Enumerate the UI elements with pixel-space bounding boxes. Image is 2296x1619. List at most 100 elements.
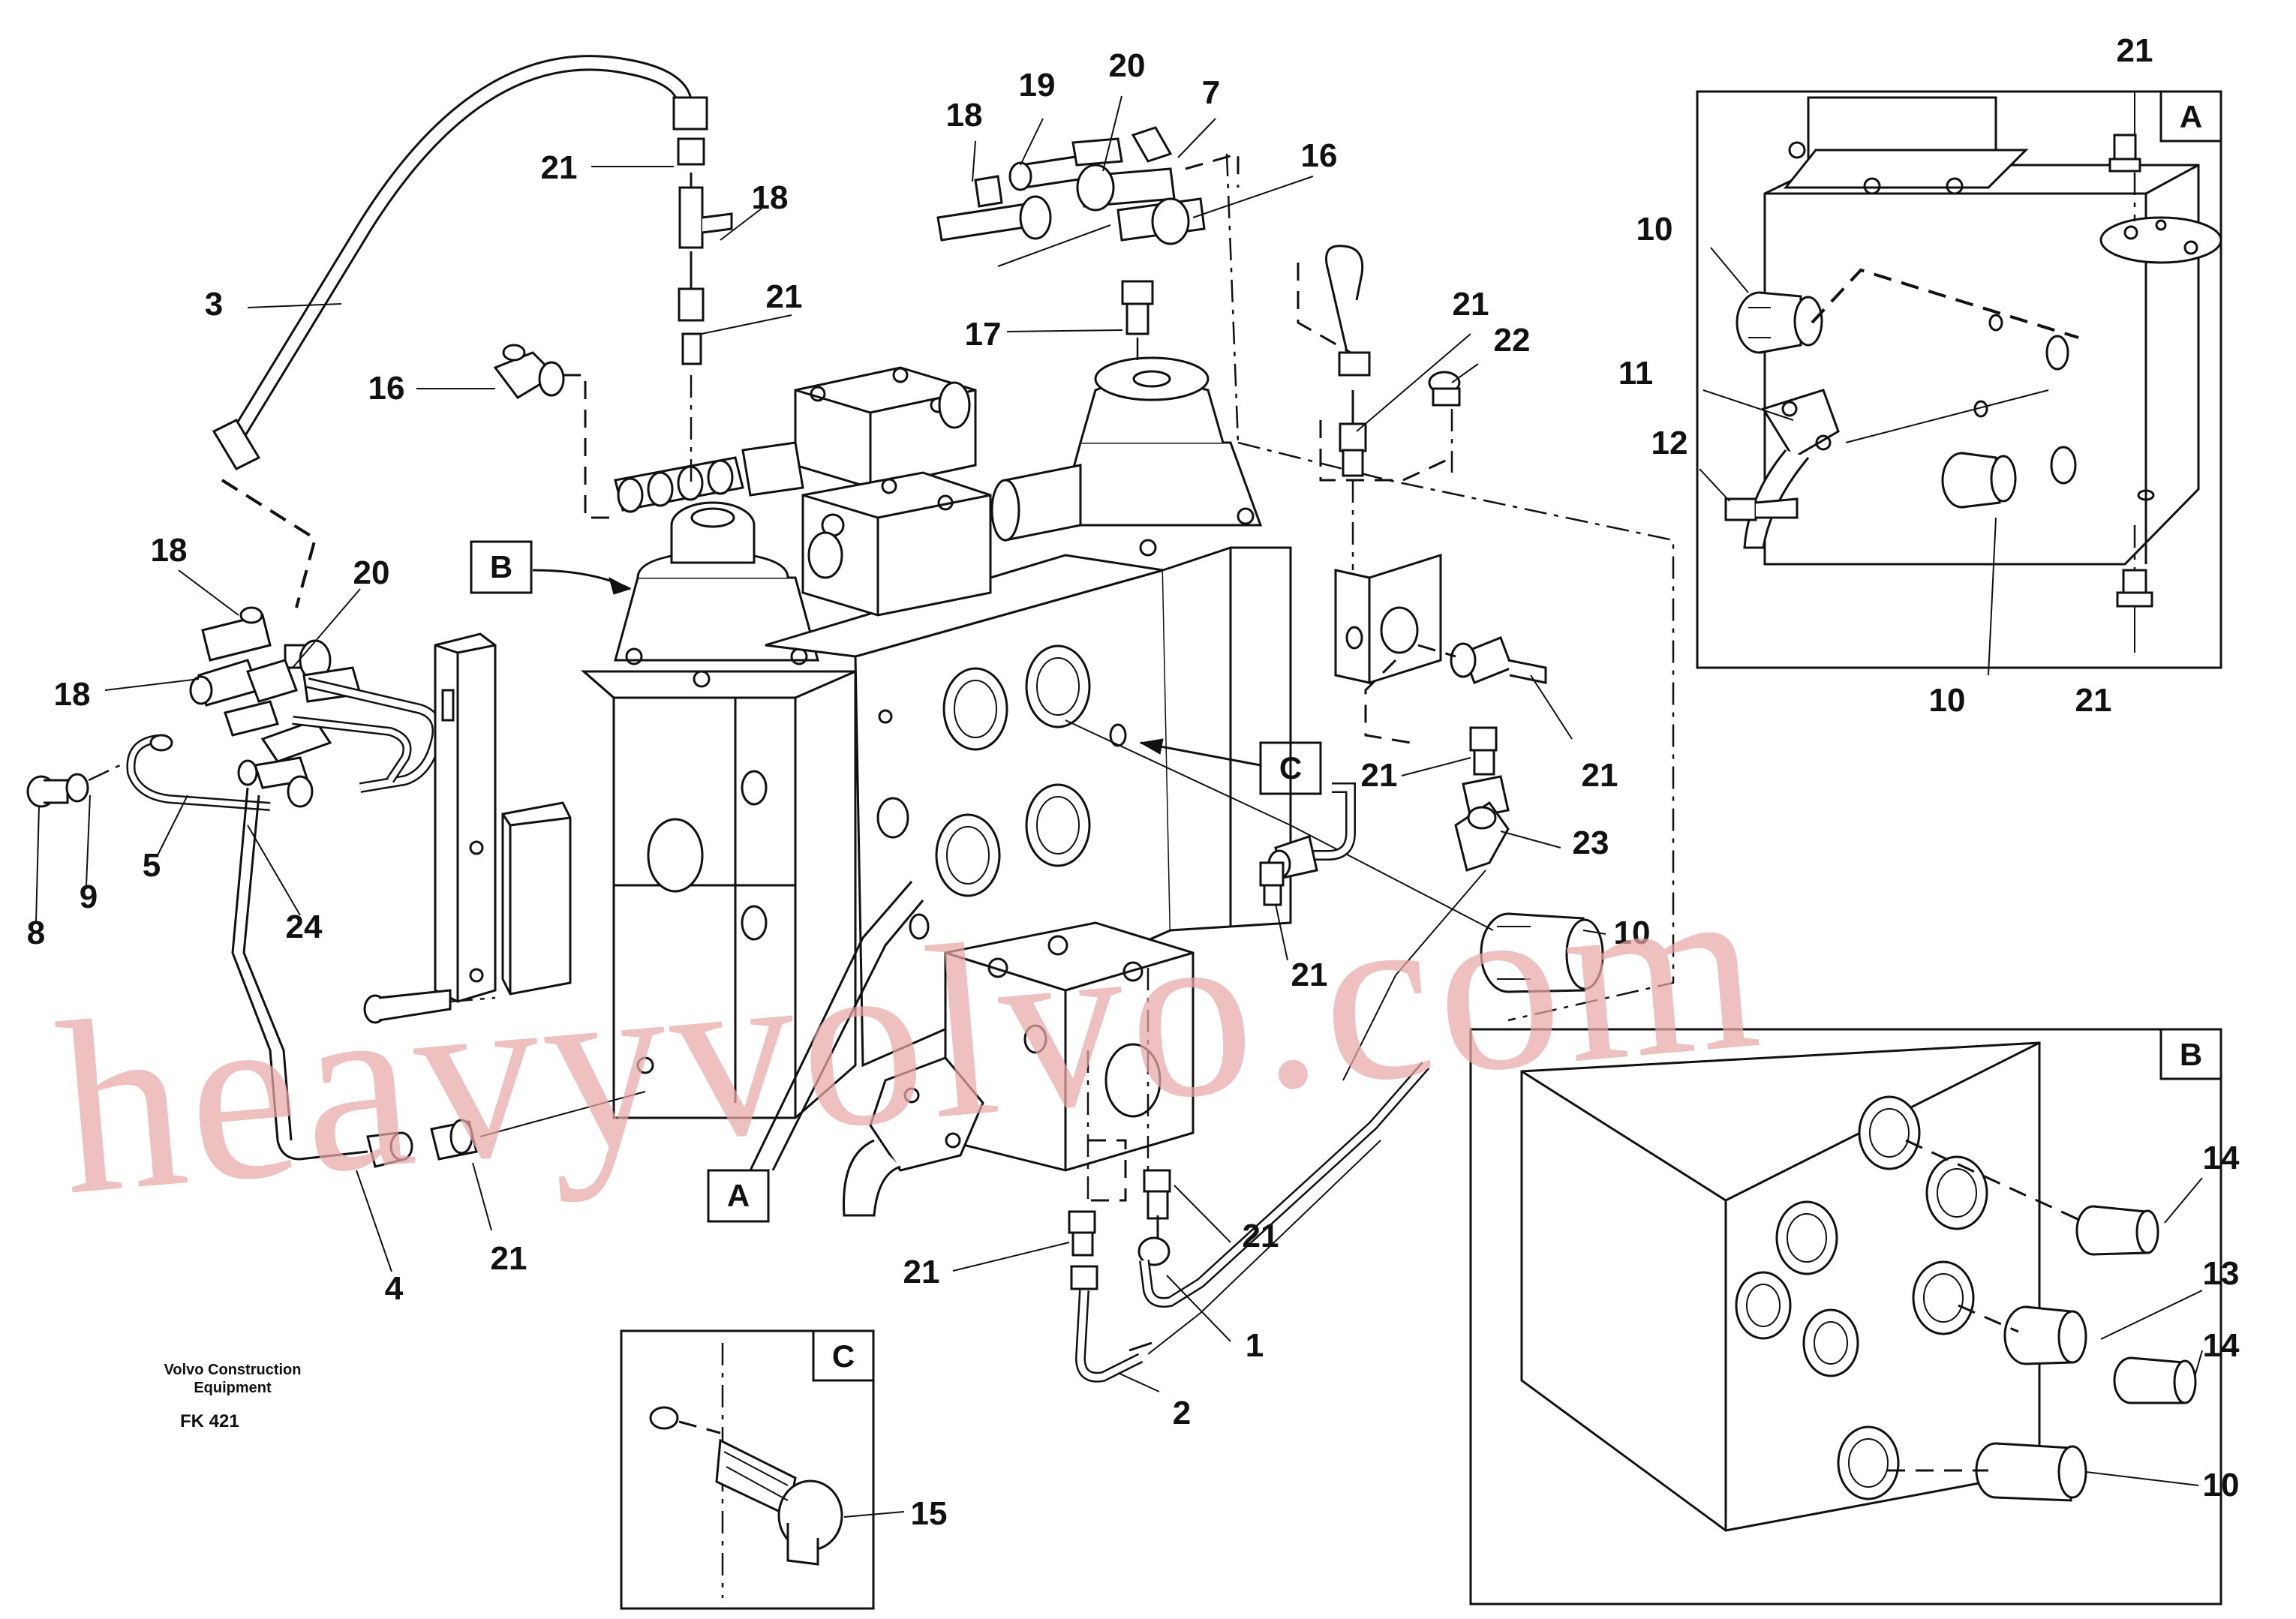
callout-21: 21 [1582,757,1618,794]
pipe-1 [1137,1062,1430,1308]
bracket-tall [434,632,497,1003]
pilot-valve-upper [794,366,977,489]
plug-21a-top [2108,134,2141,173]
callout-18: 18 [946,97,983,134]
callout-21: 21 [766,278,803,315]
bolt-8 [26,764,121,808]
middle-ports [876,644,1127,940]
callout-14: 14 [2203,1327,2240,1364]
detail-view-b-frame [1469,1028,2222,1605]
view-ref-b-label: B [490,549,512,584]
callout-4: 4 [385,1270,404,1307]
callout-21: 21 [1361,757,1398,794]
callout-22: 22 [1494,322,1531,359]
block-b-ports [1735,1095,1988,1500]
hook-pipe [1325,245,1371,377]
callout-19: 19 [1019,67,1056,104]
callout-21: 21 [1453,286,1489,323]
callout-10: 10 [1614,915,1651,951]
fitting-21-bottom-left [1068,1210,1096,1257]
pilot-valve-lower [801,471,992,617]
detail-view-a-tag [2159,90,2222,143]
fitting-10-main [1480,912,1604,993]
callout-13: 13 [2203,1255,2240,1292]
callout-24: 24 [286,909,323,945]
pipe-2 [1070,1265,1153,1383]
callout-21: 21 [903,1254,940,1290]
nut-4 [366,1131,413,1168]
flange-elbow-11 [1743,389,1840,549]
view-ref-a: A [707,881,924,1223]
callout-9: 9 [80,879,98,915]
detail-view-c-label: C [832,1338,855,1374]
callout-21: 21 [1291,957,1328,993]
view-ref-c-label: C [1279,750,1302,785]
detail-view-a: A [1696,90,2222,676]
o-ring-c [649,1406,679,1430]
detail-view-c: C [620,1329,905,1610]
fitting-chain-top [672,96,733,365]
caption: Volvo Construction Equipment FK 421 [164,1362,302,1431]
fitting-10a-upper [1736,291,1823,354]
callout-23: 23 [1573,825,1609,861]
fitting-21-left-bottom [430,1119,478,1161]
detail-view-c-tag [812,1329,875,1382]
view-ref-c: C [1139,738,1322,795]
callout-1: 1 [1246,1327,1264,1364]
fittings-top-cluster [936,126,1206,245]
fittings-left-cluster [189,606,362,808]
callout-10: 10 [1636,211,1673,248]
callout-20: 20 [353,554,390,591]
elbow-fitting-15 [715,1438,843,1566]
elbow-16-left [493,344,565,399]
detail-view-b: B [1469,1028,2222,1605]
callout-5: 5 [143,847,161,884]
bolt-screw-mid [363,989,496,1024]
detail-view-a-label: A [2180,99,2202,134]
leader-lines [35,95,1606,1392]
detail-view-b-tag [2159,1028,2222,1080]
detail-view-b-label: B [2180,1037,2202,1072]
callout-10: 10 [1929,682,1966,719]
callout-12: 12 [1651,425,1688,461]
callout-21: 21 [1243,1218,1279,1254]
plug-22 [1428,371,1461,407]
fitting-10b [1975,1442,2087,1502]
callout-8: 8 [27,915,45,951]
fitting-21-side [1450,636,1547,684]
fitting-10a-lower [1941,452,2017,509]
caption-line1: Volvo Construction [164,1362,302,1378]
solenoid-connector-row [614,441,804,513]
callout-17: 17 [965,316,1002,353]
callout-18: 18 [151,532,188,569]
callout-2: 2 [1173,1395,1191,1431]
detail-view-a-frame [1696,90,2222,669]
callout-18: 18 [752,179,789,216]
callout-10: 10 [2203,1467,2240,1503]
caption-line2: Equipment [194,1380,272,1396]
callout-21: 21 [541,149,578,186]
fitting-17 [1121,280,1154,335]
callout-3: 3 [205,286,223,323]
solenoid-dome-right [1056,356,1263,557]
detail-view-c-frame [620,1329,875,1610]
callout-7: 7 [1202,74,1220,111]
main-valve-assembly [581,356,1442,1217]
view-ref-a-label: A [727,1178,750,1213]
nut-3-bottom [212,419,261,470]
tee-23 [1454,775,1510,872]
view-ref-b: B [470,540,632,595]
fitting-14-lower [2113,1356,2197,1404]
callout-15: 15 [911,1495,948,1532]
elbow-pipe-c [1267,782,1356,879]
callout-20: 20 [1109,47,1146,84]
block-small [501,801,572,996]
fitting-13 [2003,1305,2087,1365]
callout-labels: 21 18 21 3 16 18 20 18 5 9 8 24 4 21 18 … [27,32,2240,1532]
callout-18: 18 [54,676,91,713]
callout-21: 21 [2117,32,2153,69]
side-block-right [1334,553,1442,685]
callout-14: 14 [2203,1140,2240,1176]
